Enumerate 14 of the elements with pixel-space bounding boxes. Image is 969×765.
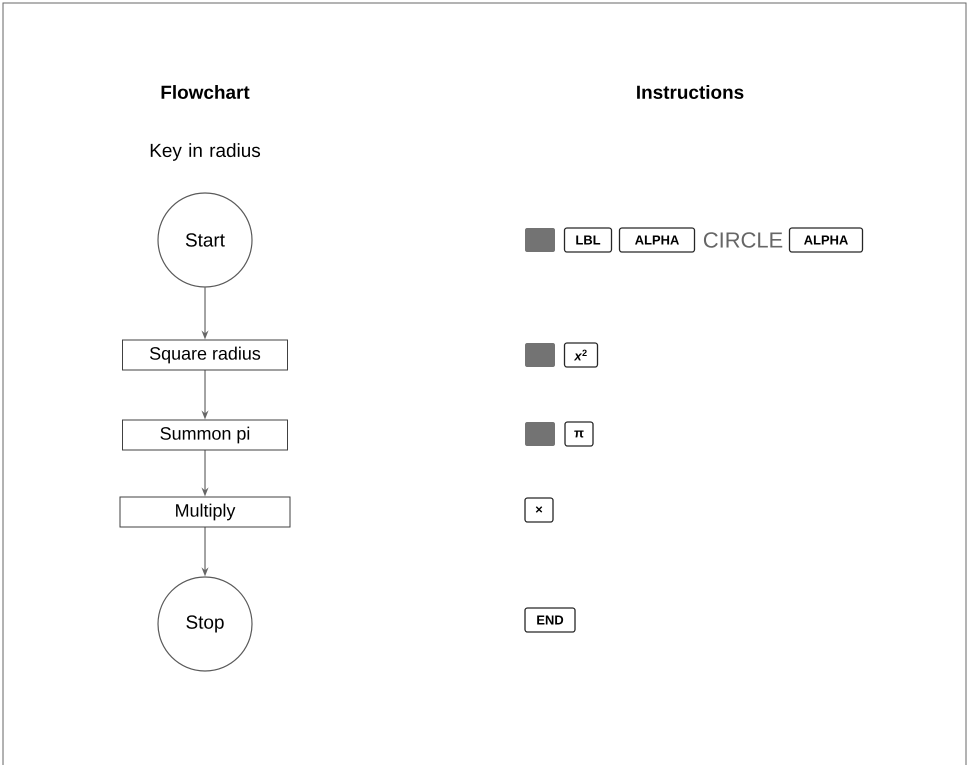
- calculator-key: π: [564, 421, 594, 447]
- calculator-key: x$^{2}$: [564, 342, 598, 368]
- step-caption: Key in radius: [150, 143, 260, 161]
- program-label: CIRCLE: [704, 232, 782, 248]
- calculator-key: ALPHA: [788, 227, 864, 253]
- calculator-key: ×: [524, 497, 554, 523]
- column-heading: Flowchart: [162, 85, 250, 99]
- process-box: Square radius: [122, 340, 288, 370]
- process-box: Summon pi: [122, 420, 288, 450]
- calculator-key: END: [524, 607, 576, 633]
- column-heading: Instructions: [637, 85, 744, 99]
- process-box: Multiply: [120, 496, 290, 528]
- calculator-key: LBL: [564, 227, 612, 253]
- calculator-key: ALPHA: [618, 227, 696, 253]
